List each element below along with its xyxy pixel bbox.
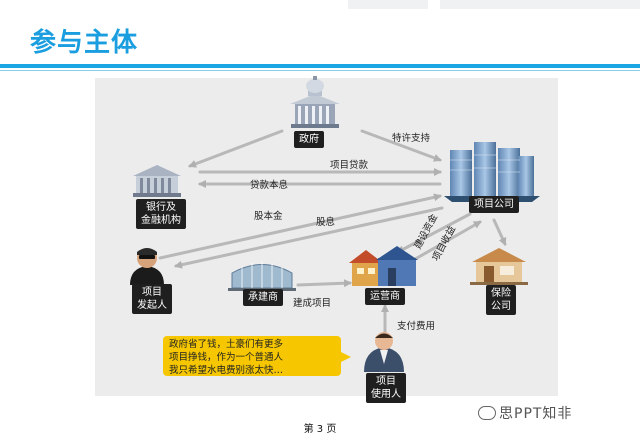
speech-bubble-tail [339, 351, 351, 363]
node-insurance: 保险 公司 [486, 285, 516, 315]
arrow-company-to-insurance [492, 218, 507, 246]
arrow-contractor-to-operator [296, 279, 352, 288]
title-underline-thin [0, 70, 640, 71]
arrow-company-to-sponsor [174, 206, 444, 269]
arrow-gov-to-company [360, 129, 442, 162]
node-user: 项目 使用人 [366, 373, 406, 403]
node-operator: 运营商 [365, 288, 405, 305]
edge-label-equity: 股本金 [254, 211, 283, 222]
edge-label-dividend: 股息 [316, 217, 336, 228]
arrow-company-to-operator [396, 212, 472, 254]
arrow-gov-to-bank [188, 129, 284, 168]
node-contractor: 承建商 [243, 289, 283, 306]
insurance-shop-icon [470, 248, 528, 285]
edge-label-franchise: 特许支持 [392, 133, 431, 144]
watermark: 思PPT知非 [478, 403, 572, 423]
arrow-sponsor-to-company [158, 193, 442, 260]
speech-bubble: 政府省了钱，土豪们有更多 项目挣钱，作为一个普通人 我只希望水电费别涨太快… [163, 336, 341, 376]
skyscrapers-icon [444, 142, 540, 202]
page-title: 参与主体 [30, 28, 139, 58]
page-number: 第 3 页 [303, 424, 337, 435]
edge-label-loan: 项目贷款 [330, 160, 369, 171]
edge-label-pay-fee: 支付费用 [397, 321, 436, 332]
node-government: 政府 [294, 131, 324, 148]
government-building-icon [290, 76, 340, 128]
header-decoration [348, 0, 428, 9]
watermark-text: 思PPT知非 [499, 406, 573, 422]
edge-label-build-project: 建成项目 [293, 298, 332, 309]
bank-building-icon [133, 165, 181, 197]
arrows [158, 129, 507, 335]
node-project-company: 项目公司 [469, 196, 519, 213]
wechat-icon [478, 406, 496, 420]
title-underline [0, 64, 640, 68]
edge-label-repay: 贷款本息 [250, 180, 289, 191]
node-bank: 银行及 金融机构 [136, 199, 186, 229]
sponsor-person-icon [130, 248, 164, 285]
arrow-operator-to-company [408, 220, 482, 264]
node-sponsor: 项目 发起人 [132, 284, 172, 314]
header-decoration [440, 0, 640, 9]
greenhouse-icon [228, 261, 296, 291]
operator-buildings-icon [349, 246, 418, 286]
user-person-icon [364, 332, 404, 372]
